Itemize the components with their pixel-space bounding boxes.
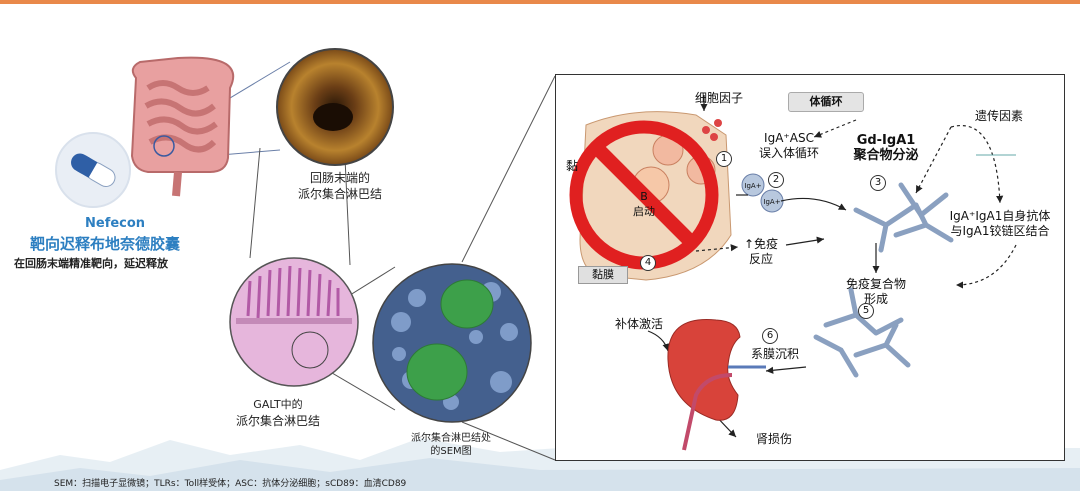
iga-tag-2: IgA+: [763, 198, 781, 206]
b-cell-label-line1: B: [640, 190, 648, 203]
ileum-label-line2: 派尔集合淋巴结: [297, 187, 382, 201]
iga-tag-1: IgA+: [744, 182, 762, 190]
top-accent-line: [0, 0, 1080, 4]
step-3: 3: [870, 175, 886, 191]
immune-response-line1: ↑免疫: [743, 237, 779, 251]
immune-complex-line1: 免疫复合物: [845, 277, 906, 291]
systemic-circulation-tag: 体循环: [788, 92, 864, 112]
galt-histology-image: [229, 257, 359, 387]
sem-image: [372, 263, 532, 423]
mucosa-tag: 黏膜: [578, 266, 628, 284]
sem-label-line1: 派尔集合淋巴结处: [411, 433, 491, 444]
capsule-icon: [71, 153, 116, 187]
step-1: 1: [716, 151, 732, 167]
autoantibody-label-line2: 与IgA1铰链区结合: [950, 224, 1050, 238]
drug-name-en: Nefecon: [85, 216, 146, 231]
immune-complex-line2: 形成: [863, 292, 888, 306]
sem-label-line2: 的SEM图: [430, 446, 472, 457]
intestine-illustration: [130, 56, 235, 197]
mucosa-side-label: 黏: [565, 159, 578, 173]
capsule-badge: [55, 132, 131, 208]
gd-iga1-label-line1: Gd-IgA1: [856, 133, 916, 148]
ileum-label-line1: 回肠末端的: [309, 171, 370, 185]
mesangial-deposition-label: 系膜沉积: [750, 347, 799, 361]
gd-iga1-label-line2: 聚合物分泌: [853, 148, 919, 163]
autoantibody-label-line1: IgA⁺IgA1自身抗体: [949, 209, 1051, 223]
step-6: 6: [762, 328, 778, 344]
cytokine-label: 细胞因子: [694, 91, 743, 105]
pathogenesis-panel: 细胞因子 体循环 遗传因素 IgA⁺ASC 误入体循环 Gd-IgA1 聚合物分…: [555, 74, 1065, 461]
ileum-peyer-patch-image: [276, 48, 394, 166]
galt-label-line1: GALT中的: [253, 398, 303, 411]
genetic-factor-label: 遗传因素: [974, 109, 1023, 123]
step-5: 5: [858, 303, 874, 319]
kidney-injury-label: 肾损伤: [755, 432, 792, 446]
footnote: SEM：扫描电子显微镜；TLRs：Toll样受体；ASC：抗体分泌细胞；sCD8…: [54, 479, 407, 489]
step-2: 2: [768, 172, 784, 188]
complement-activation-label: 补体激活: [614, 317, 663, 331]
asc-label-line2: 误入体循环: [758, 146, 819, 160]
immune-response-line2: 反应: [748, 252, 773, 266]
drug-description: 在回肠末端精准靶向，延迟释放: [14, 257, 168, 270]
asc-label-line1: IgA⁺ASC: [764, 131, 814, 145]
step-4: 4: [640, 255, 656, 271]
b-cell-label-line2: 启动: [633, 205, 655, 218]
galt-label-line2: 派尔集合淋巴结: [235, 414, 320, 428]
pathway-arrows: [569, 95, 1017, 451]
drug-name-cn: 靶向迟释布地奈德胶囊: [30, 235, 181, 253]
